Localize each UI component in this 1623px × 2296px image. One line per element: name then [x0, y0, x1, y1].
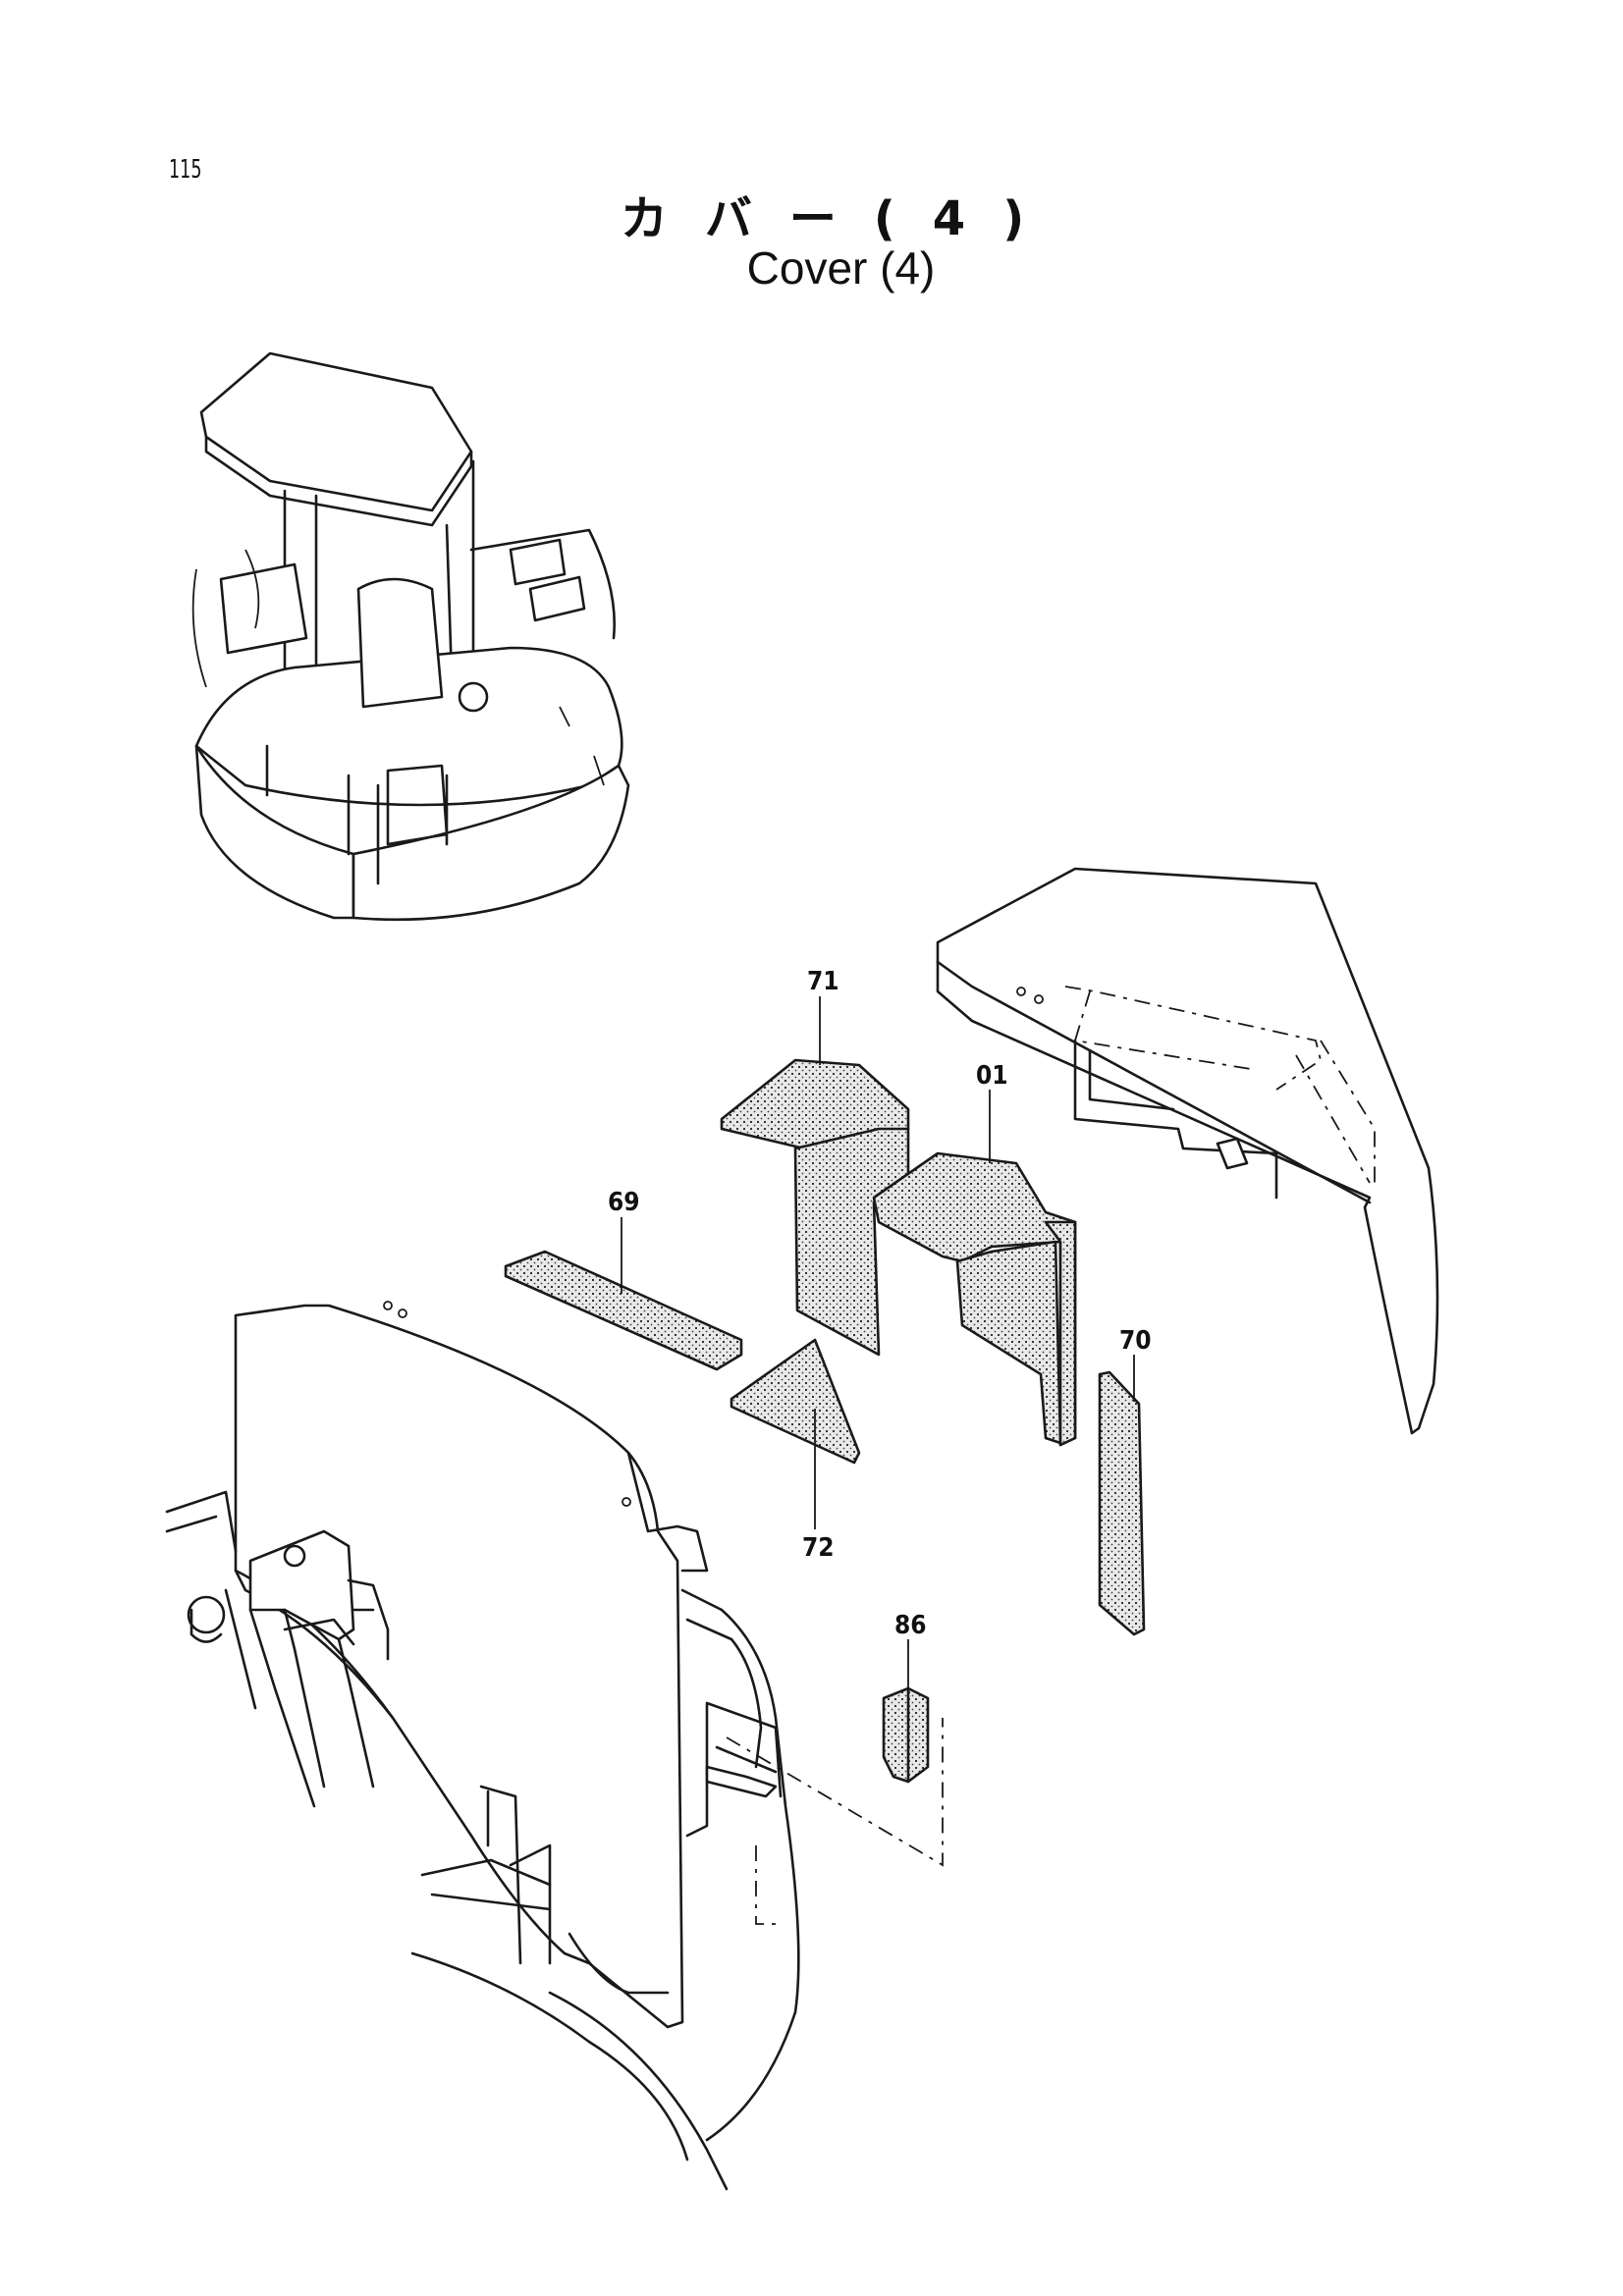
- callout-69: 69: [608, 1188, 640, 1217]
- callout-86: 86: [894, 1611, 927, 1640]
- title-english: Cover (4): [746, 242, 936, 294]
- frame-structure: [165, 1301, 944, 2191]
- part-69-insulation-strip: [504, 1250, 743, 1371]
- part-70-insulation-pad: [1098, 1370, 1146, 1636]
- part-01-insulation-pad: [872, 1151, 1077, 1447]
- callout-70: 70: [1119, 1326, 1152, 1356]
- callout-01: 01: [976, 1061, 1008, 1091]
- title-japanese: カバー(4): [620, 191, 1062, 246]
- machine-overview-illustration: [191, 351, 630, 922]
- part-72-triangle-pad: [730, 1338, 861, 1465]
- callout-72: 72: [802, 1533, 835, 1563]
- page-number: 115: [169, 155, 202, 185]
- leader-lines: [621, 996, 1135, 1690]
- callout-71: 71: [807, 967, 839, 996]
- part-86-insulation-block: [882, 1686, 930, 1784]
- rear-cover-panel: [936, 867, 1439, 1435]
